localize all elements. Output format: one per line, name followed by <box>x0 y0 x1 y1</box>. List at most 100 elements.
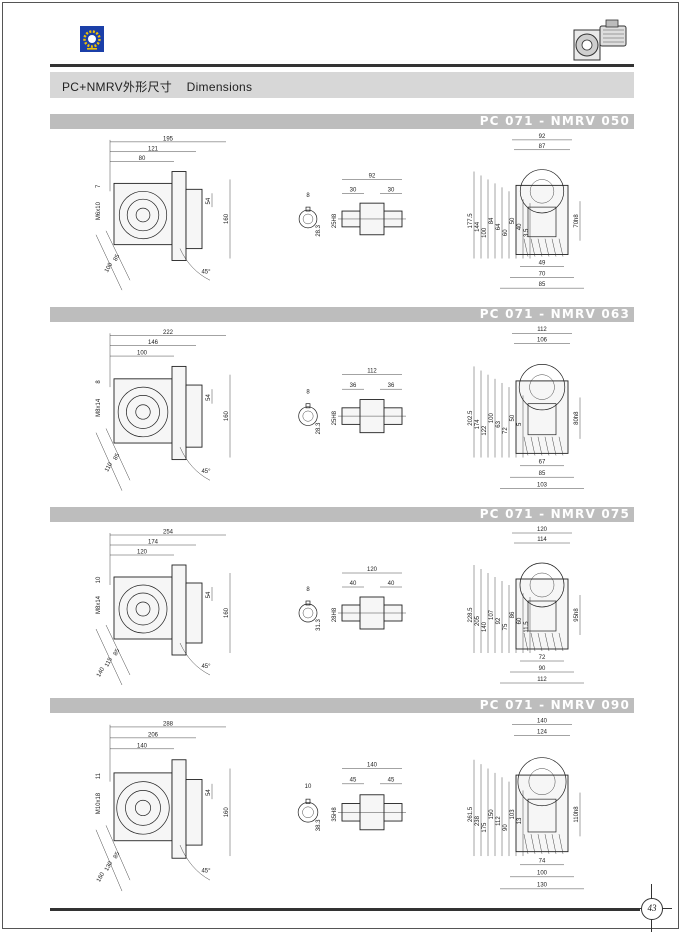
front-diag-dim-label: 100 <box>104 261 114 273</box>
shaft-bore-depth-label: 31.3 <box>316 619 322 631</box>
front-left-dim-label: 10 <box>96 576 102 583</box>
front-top-dim-label: 254 <box>163 530 174 536</box>
cooling-fin <box>558 436 564 456</box>
input-bore-circle <box>298 406 318 426</box>
motor-flange <box>171 365 187 461</box>
side-bottom-dim-label: 49 <box>539 260 546 266</box>
side-right-dim-label: 95h8 <box>574 608 580 622</box>
bottom-rule <box>50 908 640 911</box>
front-left-dim-label: M8x14 <box>96 595 102 614</box>
front-top-dim-label: 120 <box>137 550 148 556</box>
front-diag-dim-label: 85 <box>113 648 122 657</box>
side-left-dim-label: 175 <box>482 822 488 833</box>
side-left-dim-label: 90 <box>503 824 509 831</box>
front-diag-dim-label: 85 <box>113 851 122 860</box>
gear-logo-icon <box>80 26 104 52</box>
gearmotor-thumbnail-icon <box>573 19 627 61</box>
side-left-dim-label: 11.5 <box>524 621 530 633</box>
shaft-inner-dim-label: 30 <box>388 187 395 193</box>
shaft-inner-dim-label: 40 <box>350 581 357 587</box>
side-motor-inner <box>529 179 555 204</box>
side-left-dim-label: 60 <box>517 617 523 624</box>
side-left-dim-label: 177.5 <box>468 213 474 229</box>
side-left-dim-label: 40 <box>517 223 523 230</box>
side-housing <box>515 774 569 853</box>
shaft-inner-dim-label: 45 <box>388 778 395 784</box>
side-left-dim-label: 86 <box>510 611 516 618</box>
side-left-dim-label: 3.5 <box>524 228 530 237</box>
side-left-dim-label: 100 <box>482 227 488 238</box>
cooling-fin <box>530 632 536 652</box>
shaft-bore-depth-label: 28.3 <box>316 422 322 434</box>
side-bottom-dim-label: 70 <box>539 271 546 277</box>
cooling-fin <box>544 436 550 456</box>
side-housing <box>515 578 569 650</box>
front-top-dim-label: 146 <box>148 340 159 346</box>
front-angle-label: 45° <box>201 269 211 275</box>
side-left-dim-label: 205 <box>475 615 481 626</box>
cooling-fin <box>537 632 543 652</box>
side-motor-inner <box>529 572 555 598</box>
cooling-fin <box>558 632 564 652</box>
side-top-dim-label: 124 <box>537 730 548 736</box>
side-left-dim-label: 122 <box>482 425 488 436</box>
front-top-dim-label: 288 <box>163 721 174 727</box>
cooling-fin <box>537 238 543 257</box>
gearbox-housing <box>113 378 173 444</box>
front-angle-label: 45° <box>201 664 211 670</box>
side-window <box>527 206 557 238</box>
keyway <box>305 206 311 212</box>
side-bottom-dim-label: 85 <box>539 282 546 288</box>
side-bottom-dim-label: 85 <box>539 471 546 477</box>
cooling-fin <box>530 238 536 257</box>
cooling-fin <box>537 436 543 456</box>
side-bottom-dim-label: 67 <box>539 460 546 466</box>
front-left-dim-label: M6x10 <box>96 201 102 220</box>
side-motor-inner <box>529 374 555 400</box>
front-top-dim-label: 222 <box>163 330 174 336</box>
diagonal-dim-line <box>95 432 123 491</box>
cooling-fin <box>558 238 564 257</box>
side-left-dim-label: 140 <box>482 621 488 632</box>
gear-flange-circle <box>116 781 170 835</box>
angle-arc <box>179 642 211 676</box>
side-top-dim-label: 140 <box>537 719 548 725</box>
input-bore-inner <box>302 410 314 422</box>
page-title: PC+NMRV外形尺寸 Dimensions <box>62 80 253 94</box>
side-left-dim-label: 60 <box>503 229 509 236</box>
side-motor-inner <box>528 768 556 796</box>
side-bottom-dim-label: 130 <box>537 883 548 889</box>
front-angle-label: 45° <box>201 469 211 475</box>
angle-arc <box>179 248 211 281</box>
front-top-dim-label: 80 <box>139 156 146 162</box>
diagonal-dim-line <box>105 825 131 881</box>
side-left-dim-label: 50 <box>510 414 516 421</box>
keyway <box>305 403 311 409</box>
section-title: PC 071 - NMRV 090 <box>479 698 630 712</box>
keyway <box>305 798 311 804</box>
shaft-fit-label: 25H8 <box>332 213 338 228</box>
header-bar: PC+NMRV外形尺寸 Dimensions <box>50 72 634 98</box>
diagonal-dim-line <box>95 829 123 892</box>
shaft-bore-depth-label: 28.3 <box>316 224 322 236</box>
input-bore-circle <box>298 603 318 623</box>
front-top-dim-label: 121 <box>148 146 159 152</box>
side-housing <box>515 184 569 255</box>
shaft-inner-dim-label: 36 <box>388 383 395 389</box>
shaft-inner-dim-label: 30 <box>350 187 357 193</box>
side-bottom-dim-label: 100 <box>537 871 548 877</box>
side-left-dim-label: 64 <box>496 223 502 230</box>
motor-adapter <box>185 779 203 846</box>
cooling-fin <box>544 238 550 257</box>
front-top-dim-label: 195 <box>163 136 174 142</box>
front-right-dim-label: 160 <box>224 807 230 818</box>
angle-arc <box>179 845 211 881</box>
cooling-fin <box>523 238 529 257</box>
side-right-dim-label: 110h8 <box>574 806 580 823</box>
dimension-drawing-nmrv090: 28820614011M10x18541608513016045°1038.31… <box>95 719 584 892</box>
front-left-dim-label: 7 <box>96 184 102 188</box>
input-bore-circle <box>298 209 318 229</box>
side-bottom-dim-label: 74 <box>539 859 546 865</box>
side-left-dim-label: 75 <box>503 623 509 630</box>
shaft-key-width-label: 8 <box>306 587 310 593</box>
